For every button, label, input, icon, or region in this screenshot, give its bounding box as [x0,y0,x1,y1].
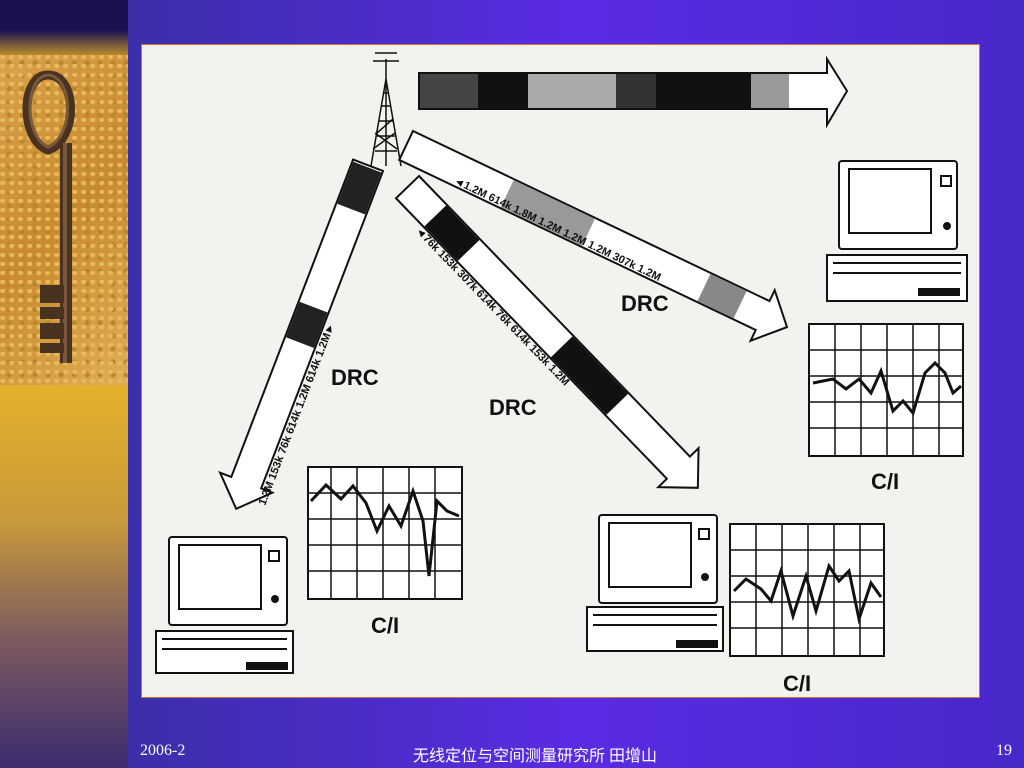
footer-org: 无线定位与空间测量研究所 田增山 [413,748,658,765]
diagram-panel: ◄1.2M 614k 1.8M 1.2M 1.2M 1.2M 307k 1.2M… [141,44,980,698]
laptop-icon [155,536,294,674]
footer-date: 2006-2 [140,742,186,759]
ci-chart-right [808,323,964,457]
tower-icon [370,52,402,167]
drc-label-middle: DRC [489,395,537,420]
ci-label-middle: C/I [783,671,811,696]
ci-label-right: C/I [871,469,899,494]
ci-chart-left [307,466,463,600]
key-image [0,55,128,385]
drc-diagram: ◄1.2M 614k 1.8M 1.2M 1.2M 1.2M 307k 1.2M… [155,52,968,696]
laptop-icon [586,514,724,652]
ci-chart-middle [729,523,885,657]
drc-label-left: DRC [331,365,379,390]
laptop-icon [826,160,968,302]
ci-label-left: C/I [371,613,399,638]
footer: 2006-2 无线定位与空间测量研究所 田增山 19 [128,738,1024,768]
key-icon [22,70,75,363]
drc-label-right: DRC [621,291,669,316]
rates-middle: ◄76k 153k 307k 614k 76k 614k 153k 1.2M [413,225,572,389]
page-number: 19 [996,742,1012,759]
